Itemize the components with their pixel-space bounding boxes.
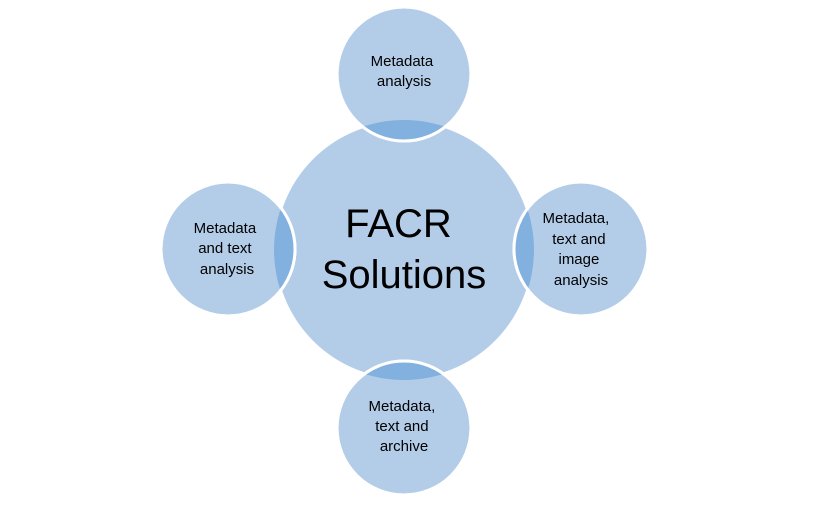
center-label: FACR Solutions (322, 202, 487, 297)
center-circle (272, 118, 536, 382)
satellite-label-line: Metadata, (369, 398, 436, 415)
satellite-label-line: analysis (377, 73, 431, 90)
satellite-label-line: Metadata, (543, 210, 610, 227)
satellite-label-line: analysis (554, 272, 608, 289)
satellite-label-top: Metadata analysis (371, 53, 438, 90)
satellite-label-line: and text (198, 240, 252, 257)
satellite-outline-left (159, 180, 297, 318)
satellite-outline-top (335, 5, 473, 143)
satellite-outline-right (512, 180, 650, 318)
satellite-label-line: archive (380, 438, 428, 455)
satellite-outline-bottom (335, 359, 473, 497)
center-label-line: Solutions (322, 253, 487, 297)
satellite-label-line: analysis (200, 261, 254, 278)
satellite-label-line: text and (552, 231, 605, 248)
satellite-label-line: Metadata (371, 53, 434, 70)
satellite-label-line: text and (375, 418, 428, 435)
satellite-label-line: image (558, 251, 599, 268)
satellite-label-right: Metadata, text and image analysis (543, 210, 614, 289)
satellite-label-bottom: Metadata, text and archive (369, 398, 440, 455)
center-label-line: FACR (345, 202, 452, 246)
satellite-label-left: Metadata and text analysis (194, 220, 261, 278)
satellite-label-line: Metadata (194, 220, 257, 237)
